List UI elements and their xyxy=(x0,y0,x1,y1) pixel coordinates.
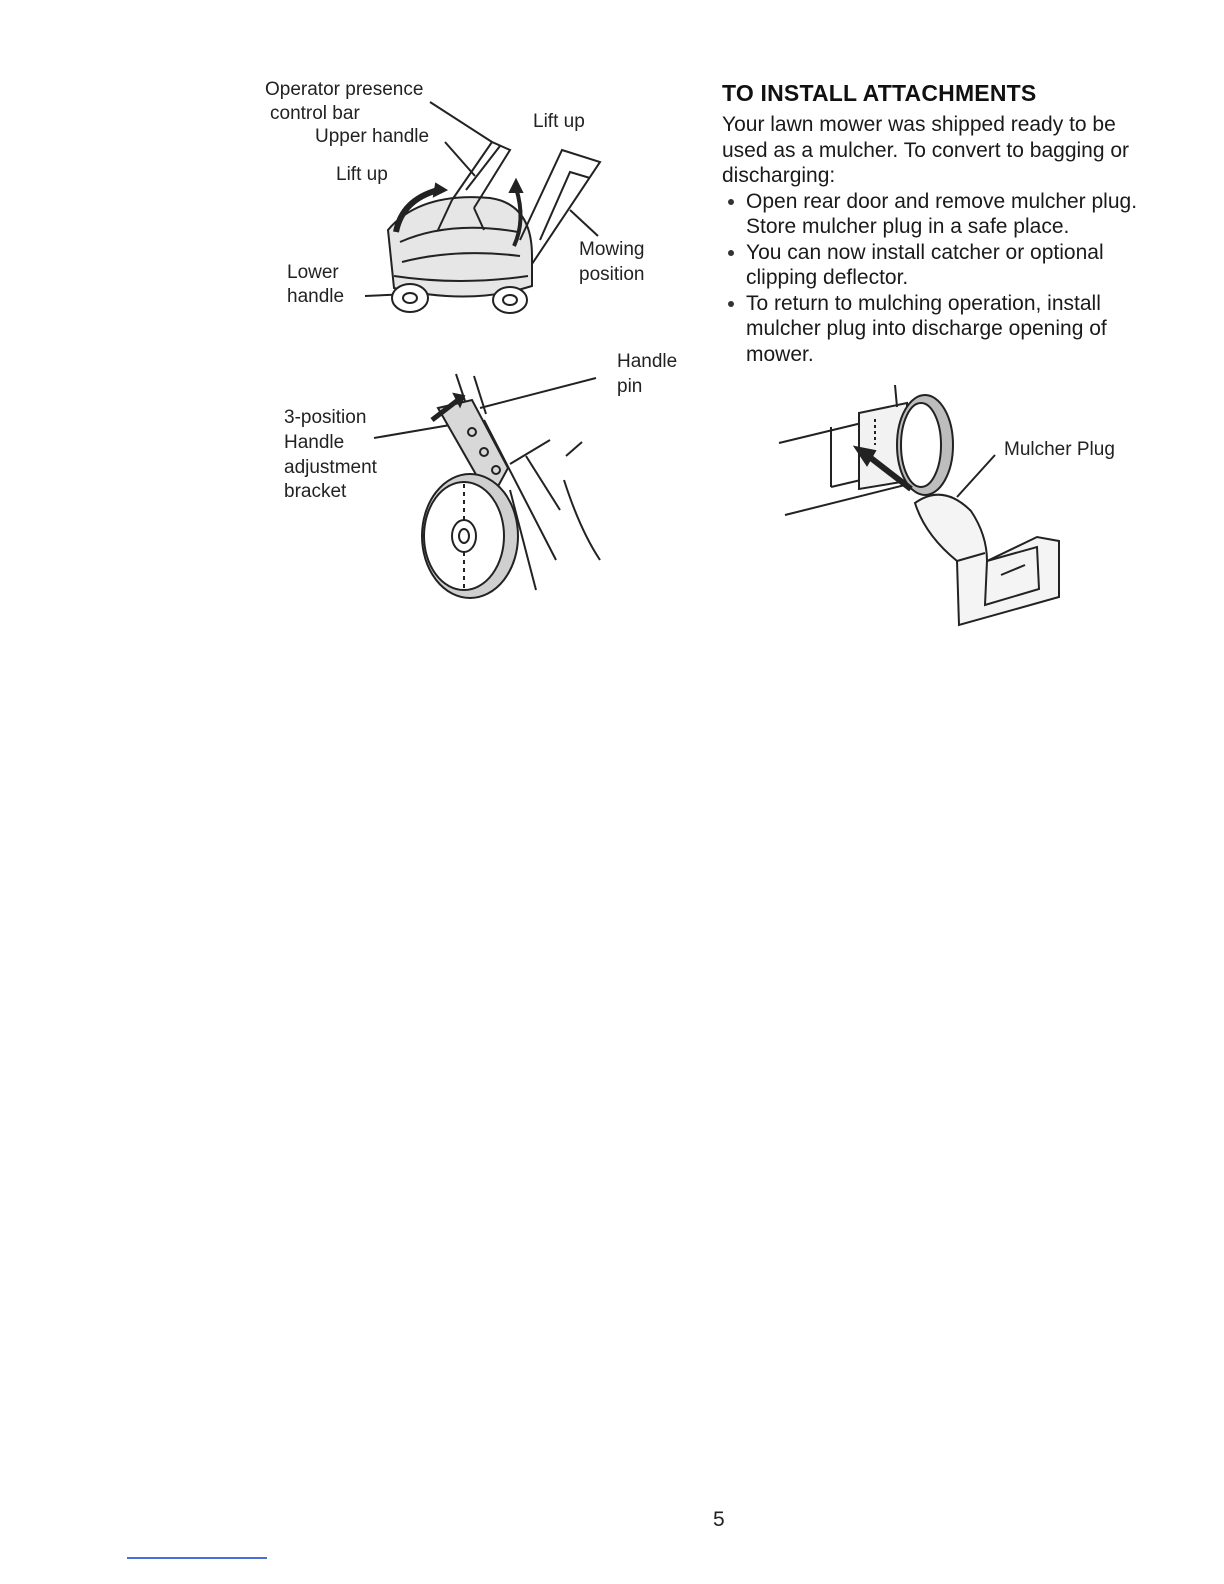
instruction-item: To return to mulching operation, install… xyxy=(722,291,1162,368)
handle-pin-label-line2: pin xyxy=(617,376,643,397)
bracket-label-line2: Handle xyxy=(284,432,345,453)
section-heading: TO INSTALL ATTACHMENTS xyxy=(722,80,1037,106)
handle-lift-illustration xyxy=(364,101,602,314)
mulcher-plug-illustration xyxy=(778,385,1060,627)
bracket-label-line4: bracket xyxy=(284,481,347,502)
instruction-list: Open rear door and remove mulcher plug. … xyxy=(722,189,1162,368)
mulcher-plug-label: Mulcher Plug xyxy=(1004,439,1115,460)
instruction-item: Open rear door and remove mulcher plug. … xyxy=(722,189,1162,240)
instruction-item: You can now install catcher or optional … xyxy=(722,240,1162,291)
bracket-label-line3: adjustment xyxy=(284,457,377,478)
instructions-body: Your lawn mower was shipped ready to be … xyxy=(722,112,1162,367)
handle-bracket-illustration xyxy=(373,373,601,599)
lift-up-right-label: Lift up xyxy=(533,111,585,132)
lower-handle-label-line1: Lower xyxy=(287,262,339,283)
handle-pin-label-line1: Handle xyxy=(617,351,678,372)
intro-paragraph: Your lawn mower was shipped ready to be … xyxy=(722,113,1130,187)
mowing-position-label-line2: position xyxy=(579,264,645,285)
lift-up-left-label: Lift up xyxy=(336,164,388,185)
bracket-label-line1: 3-position xyxy=(284,407,367,428)
upper-handle-label: Upper handle xyxy=(315,126,430,147)
operator-bar-label-line2: control bar xyxy=(270,103,360,124)
page-number: 5 xyxy=(713,1508,725,1531)
operator-bar-label-line1: Operator presence xyxy=(265,79,424,100)
footer-rule xyxy=(127,1557,267,1559)
lower-handle-label-line2: handle xyxy=(287,286,345,307)
mowing-position-label-line1: Mowing xyxy=(579,239,645,260)
